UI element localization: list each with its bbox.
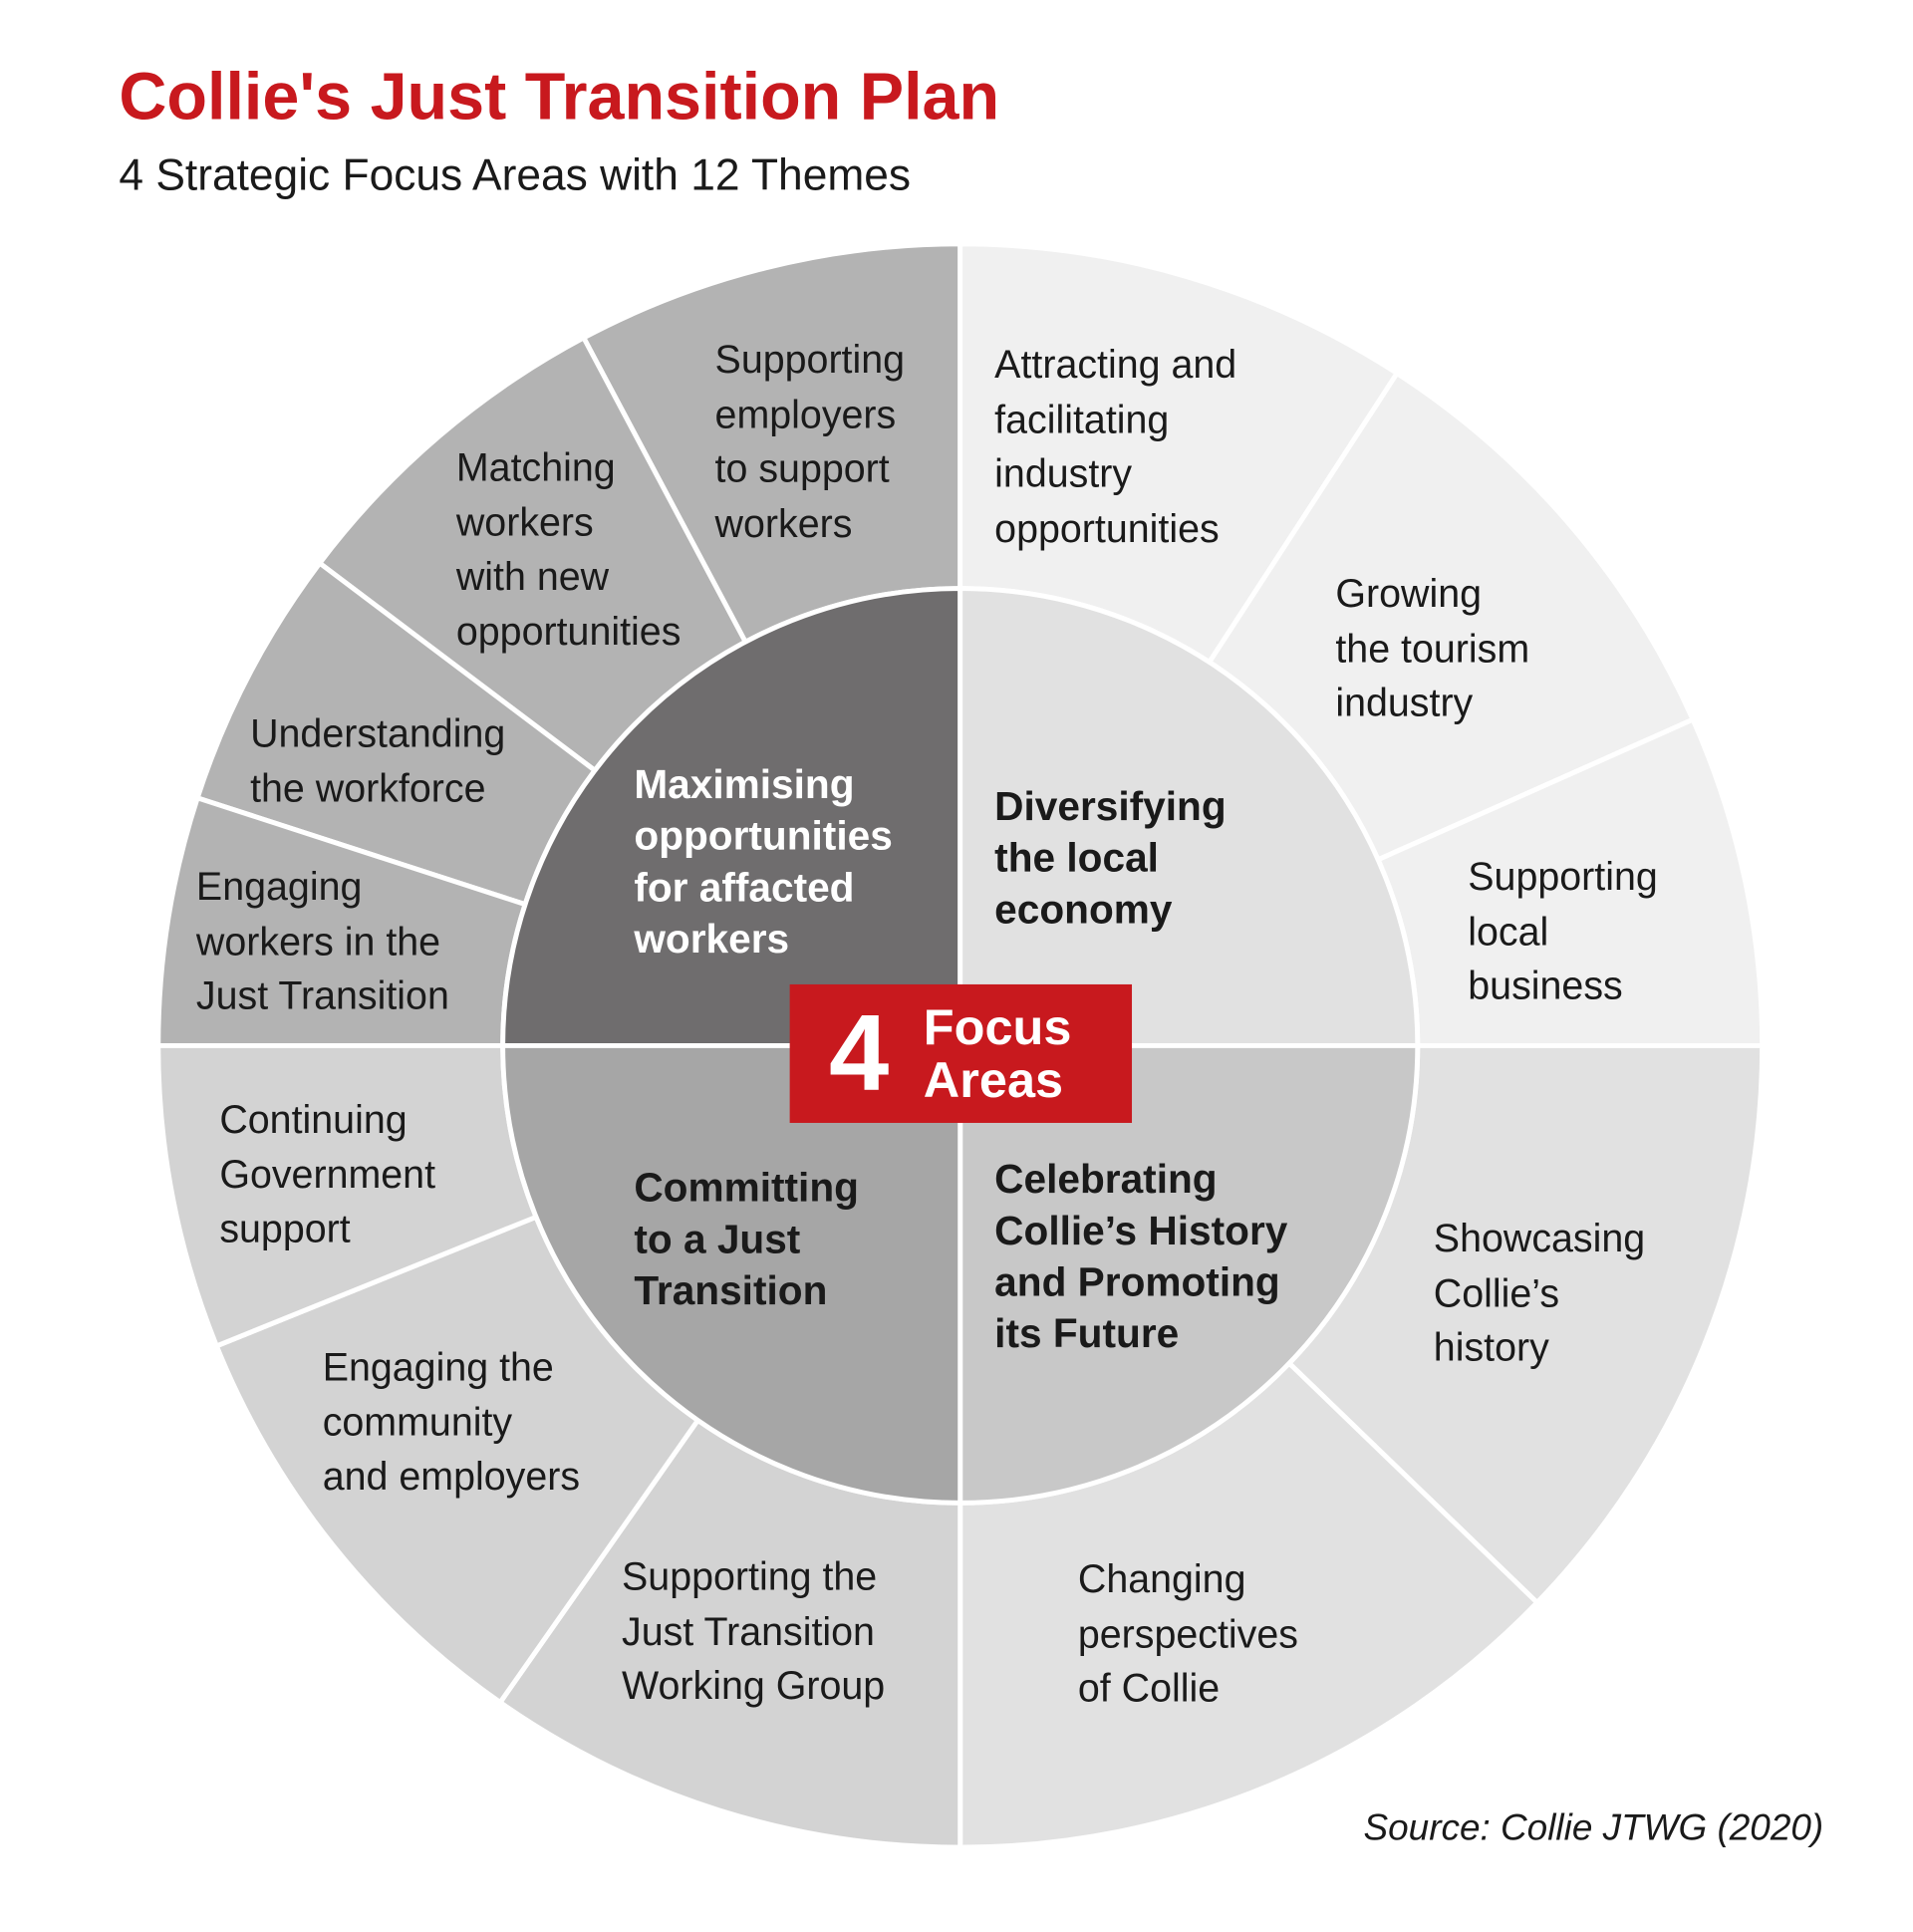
source-note: Source: Collie JTWG (2020)	[1363, 1807, 1824, 1849]
theme-label: Continuing Government support	[219, 1097, 436, 1250]
focus-area-segment	[500, 1042, 963, 1506]
focus-area-label: Committing to a Just Transition	[634, 1164, 859, 1313]
theme-label: Supporting the Just Transition Working G…	[622, 1554, 886, 1708]
theme-label: Understanding the workforce	[250, 710, 506, 810]
theme-label: Showcasing Collie’s history	[1433, 1216, 1646, 1370]
theme-label: Growing the tourism industry	[1335, 571, 1530, 725]
focus-area-label: Maximising opportunities for affacted wo…	[634, 761, 893, 962]
focus-area-segment	[957, 1042, 1421, 1506]
badge-number: 4	[829, 991, 890, 1114]
theme-label: Matching workers with new opportunities	[455, 444, 682, 654]
theme-label: Changing perspectives of Collie	[1077, 1556, 1298, 1711]
focus-area-segment	[500, 586, 963, 1048]
focus-area-label: Diversifying the local economy	[994, 783, 1227, 933]
theme-label: Attracting and facilitating industry opp…	[994, 342, 1237, 550]
focus-area-label: Celebrating Collie’s History and Promoti…	[994, 1156, 1288, 1356]
subtitle: 4 Strategic Focus Areas with 12 Themes	[119, 149, 912, 200]
title: Collie's Just Transition Plan	[119, 60, 1000, 135]
focus-areas-badge: 4 Focus Areas	[789, 983, 1133, 1123]
theme-label: Supporting employers to support workers	[714, 337, 906, 545]
badge-label: Focus Areas	[923, 998, 1072, 1109]
theme-label: Engaging workers in the Just Transition	[195, 864, 449, 1018]
focus-area-segment	[957, 586, 1421, 1048]
theme-label: Engaging the community and employers	[322, 1344, 581, 1499]
theme-label: Supporting local business	[1468, 854, 1658, 1008]
